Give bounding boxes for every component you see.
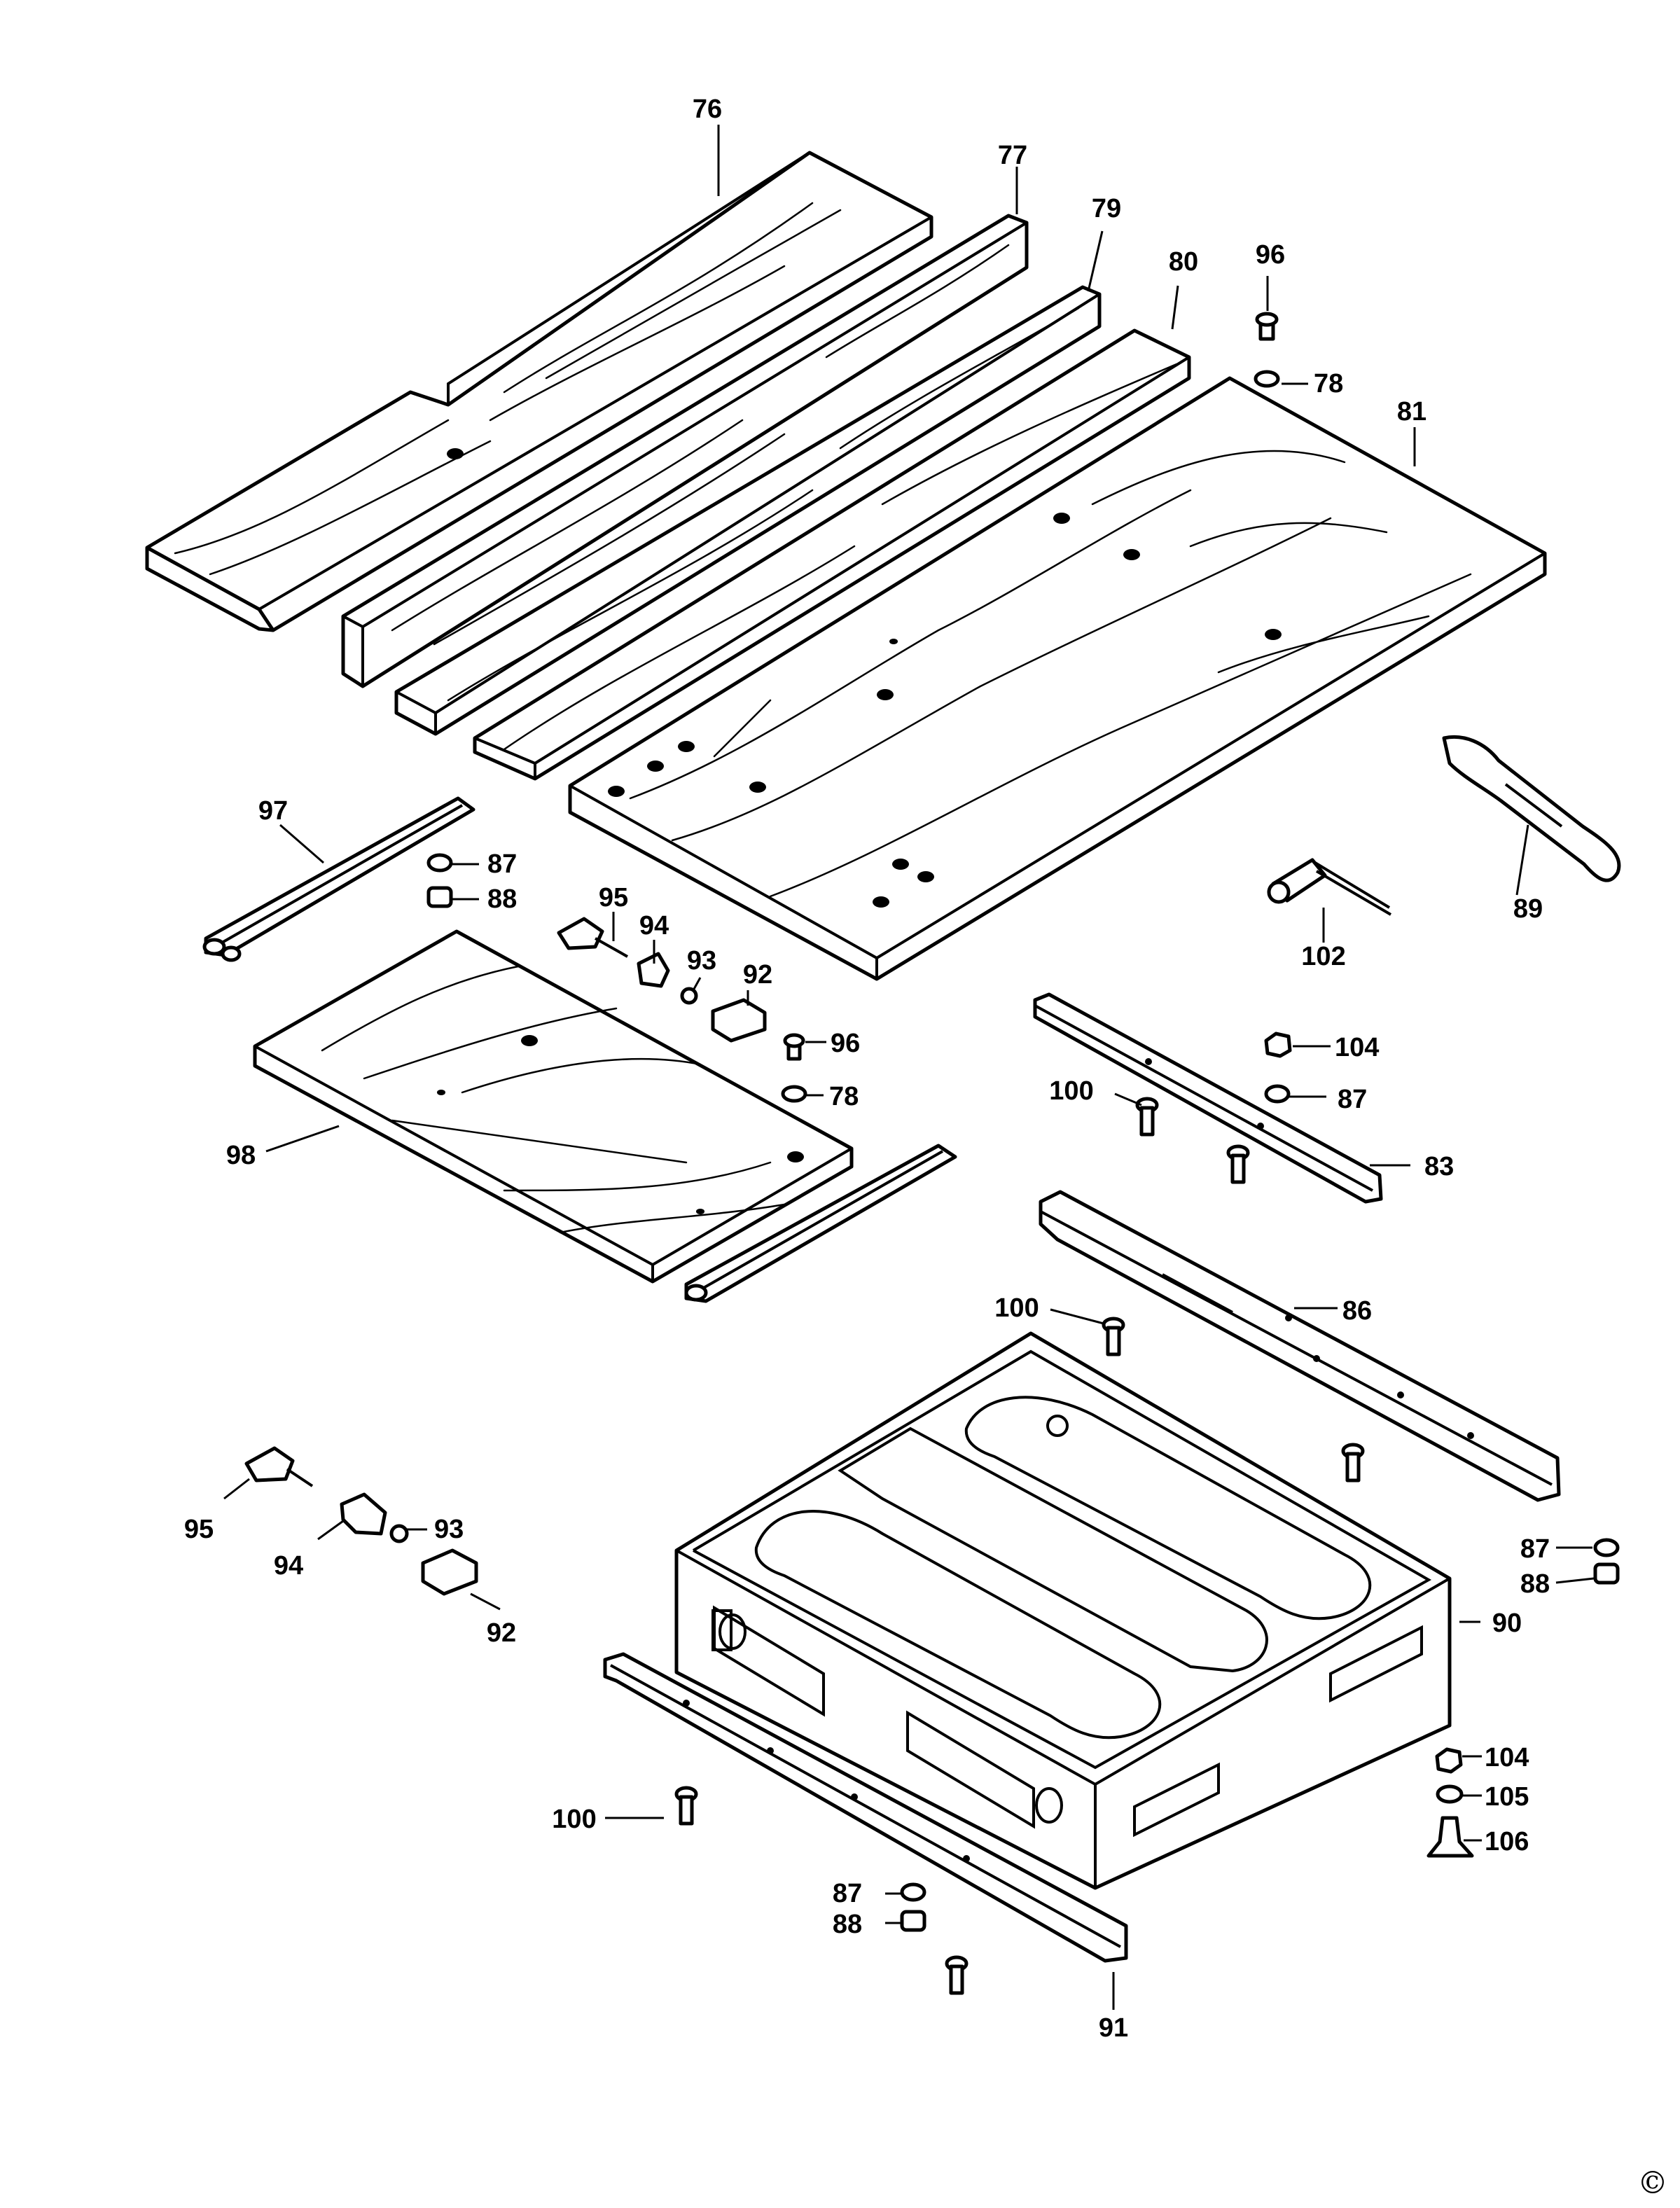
washer-78-mid (781, 1085, 807, 1103)
bolt-100-a2 (1226, 1144, 1250, 1184)
callout-98: 98 (226, 1141, 256, 1170)
callout-78-mid: 78 (829, 1082, 859, 1111)
nut-88-a (426, 886, 453, 908)
spanner-89 (1442, 735, 1621, 882)
callout-105: 105 (1485, 1782, 1529, 1812)
angle-86 (1039, 1190, 1561, 1502)
washer-78-top (1254, 370, 1280, 388)
callout-79: 79 (1092, 194, 1121, 223)
screw-96-mid (783, 1033, 805, 1061)
callout-80: 80 (1169, 247, 1198, 277)
callout-88-d: 88 (833, 1910, 862, 1939)
callout-104-b: 104 (1485, 1743, 1529, 1772)
washer-87-a (426, 853, 453, 873)
callout-100-a: 100 (1049, 1076, 1093, 1106)
callout-76: 76 (693, 95, 722, 124)
nut-88-d (900, 1910, 926, 1932)
board-81 (568, 376, 1547, 981)
callout-87-a: 87 (487, 849, 517, 879)
callout-83: 83 (1424, 1152, 1454, 1181)
bolt-100-a (1135, 1097, 1159, 1137)
callout-96-mid: 96 (831, 1029, 860, 1058)
washer-105 (1436, 1784, 1464, 1804)
foot-106 (1426, 1816, 1474, 1858)
callout-89: 89 (1513, 894, 1543, 924)
svg-text:©: © (1637, 2165, 1668, 2201)
board-98 (253, 929, 854, 1284)
angle-83 (1033, 992, 1383, 1204)
board-77 (341, 214, 1029, 688)
callout-100-b: 100 (994, 1293, 1039, 1323)
copyright-mark: © (1637, 2165, 1668, 2201)
nut-88-c (1593, 1562, 1620, 1585)
callout-95-b: 95 (184, 1515, 214, 1544)
bolt-100-c (674, 1786, 698, 1826)
callout-100-c: 100 (552, 1805, 596, 1834)
block-92-b (421, 1548, 478, 1596)
callout-94-a: 94 (639, 911, 669, 940)
nut-104-b (1435, 1747, 1463, 1774)
bolt-100-d (945, 1955, 969, 1995)
callout-93-a: 93 (687, 946, 716, 975)
screw-96-top (1255, 312, 1279, 341)
callout-93-b: 93 (434, 1515, 464, 1544)
callout-92-a: 92 (743, 960, 772, 990)
callout-92-b: 92 (487, 1618, 516, 1648)
board-80 (473, 328, 1191, 781)
callout-90: 90 (1492, 1609, 1522, 1638)
nut-104-a (1264, 1032, 1292, 1058)
callout-78-top: 78 (1314, 369, 1343, 398)
callout-97: 97 (258, 796, 288, 826)
washer-87-b (1264, 1084, 1291, 1104)
bolt-100-b2 (1341, 1443, 1365, 1483)
washer-87-c (1593, 1538, 1620, 1557)
clamp-94-b (340, 1492, 387, 1536)
wrench-102 (1267, 858, 1392, 916)
callout-106: 106 (1485, 1827, 1529, 1856)
knob-95-a (557, 917, 628, 958)
callout-96-top: 96 (1256, 240, 1285, 270)
nut-93-a (680, 987, 698, 1005)
base-frame-90 (674, 1331, 1452, 1890)
callout-86: 86 (1342, 1296, 1372, 1326)
callout-77: 77 (998, 141, 1027, 170)
rail-97 (202, 796, 475, 962)
callout-88-a: 88 (487, 884, 517, 914)
callout-88-c: 88 (1520, 1569, 1550, 1599)
callout-labels: 76 77 79 80 96 78 81 97 87 88 95 94 93 9… (184, 95, 1550, 2043)
callout-87-b: 87 (1338, 1085, 1367, 1114)
callout-91: 91 (1099, 2013, 1128, 2043)
knob-95-b (244, 1446, 314, 1487)
leader-lines (223, 125, 1595, 2010)
board-76 (145, 151, 933, 632)
callout-87-d: 87 (833, 1879, 862, 1908)
nut-93-b (389, 1524, 409, 1543)
callout-95-a: 95 (599, 883, 628, 912)
callout-102: 102 (1301, 942, 1345, 971)
rail-lower (684, 1144, 957, 1303)
washer-87-d (900, 1882, 926, 1902)
rail-91 (603, 1652, 1128, 1963)
bolt-100-b (1102, 1317, 1125, 1356)
block-92-a (711, 998, 767, 1043)
callout-81: 81 (1397, 397, 1426, 426)
callout-94-b: 94 (274, 1551, 303, 1581)
callout-87-c: 87 (1520, 1534, 1550, 1564)
callout-104-a: 104 (1335, 1033, 1379, 1062)
